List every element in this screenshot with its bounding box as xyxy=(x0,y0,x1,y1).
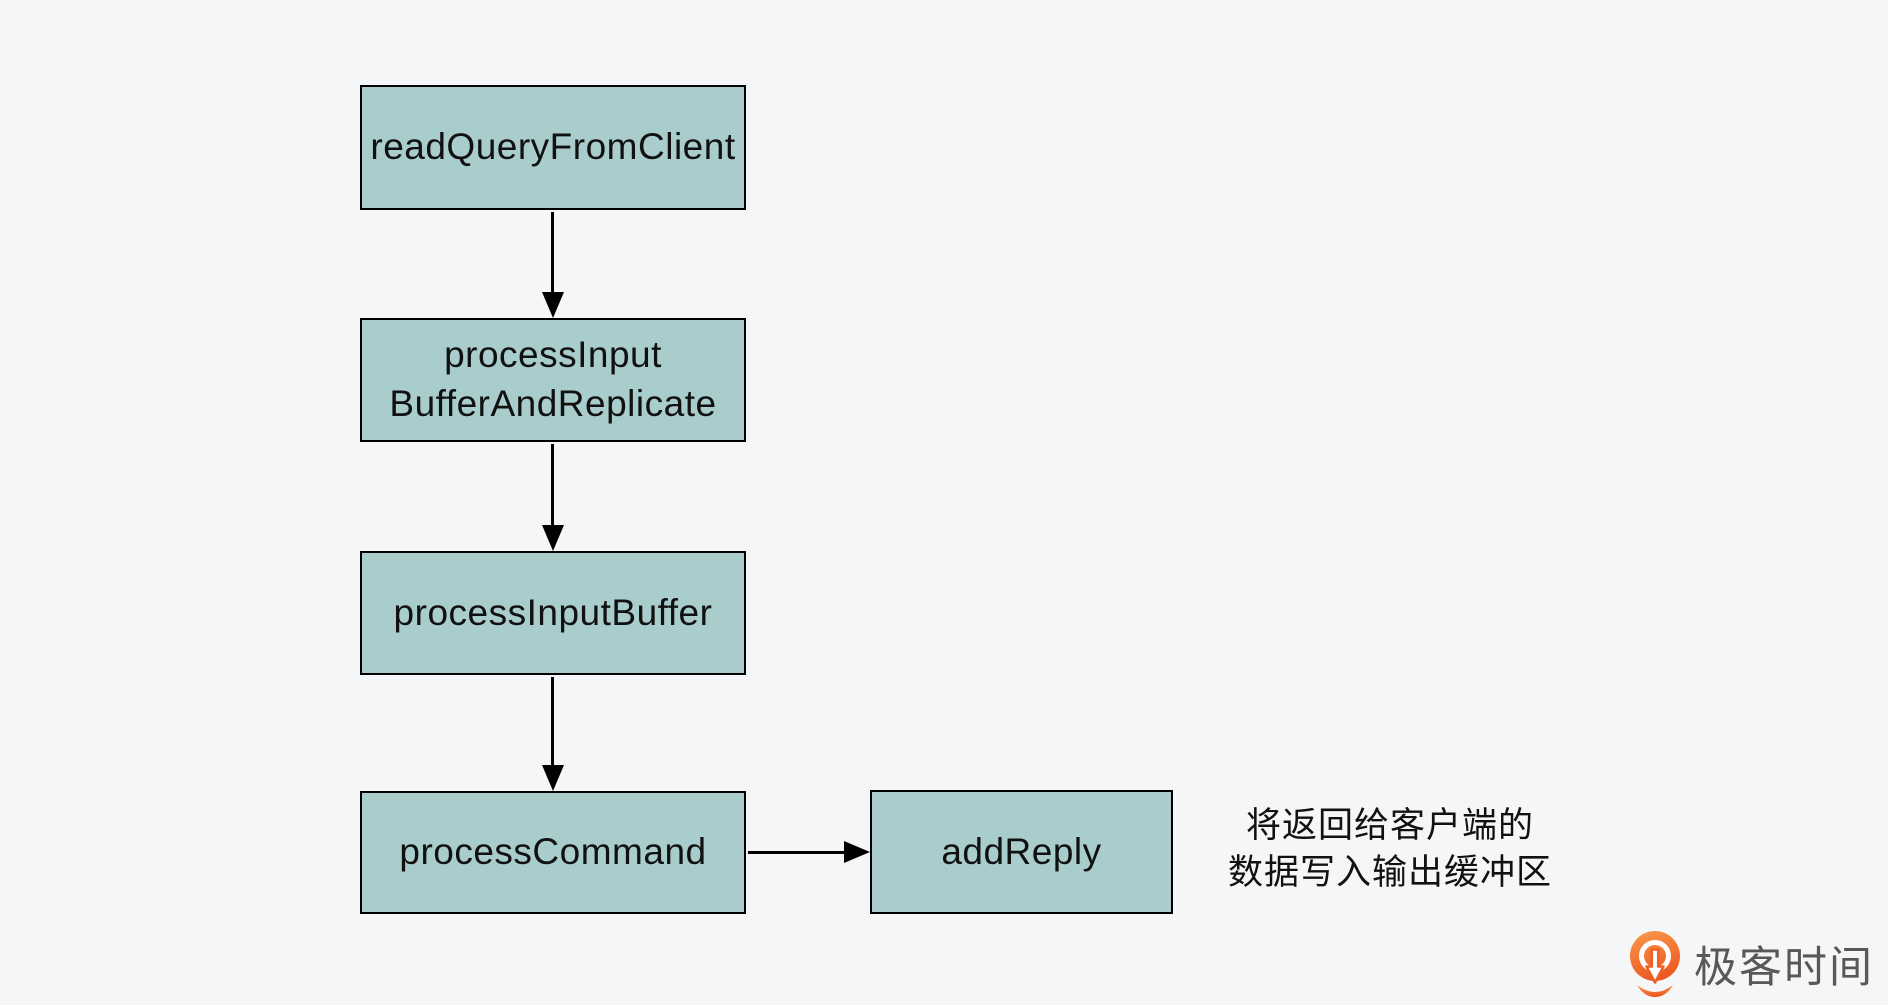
geektime-pin-icon xyxy=(1630,931,1680,997)
arrow-line-read-to-replicate xyxy=(551,212,554,292)
node-process-input-buffer: processInputBuffer xyxy=(360,551,746,675)
annotation-line1: 将返回给客户端的 xyxy=(1245,806,1534,845)
arrow-head-down-icon xyxy=(542,765,564,791)
arrow-line-replicate-to-buffer xyxy=(551,444,554,525)
node-label: readQueryFromClient xyxy=(370,126,736,168)
geektime-logo-text: 极客时间 xyxy=(1694,944,1874,992)
node-add-reply: addReply xyxy=(870,790,1173,914)
arrow-line-command-to-addreply xyxy=(748,851,844,854)
arrow-head-down-icon xyxy=(542,525,564,551)
node-process-input-buffer-and-replicate: processInput BufferAndReplicate xyxy=(360,318,746,442)
arrow-line-buffer-to-command xyxy=(551,677,554,765)
arrow-head-down-icon xyxy=(542,292,564,318)
geektime-logo: 极客时间 xyxy=(1628,930,1874,998)
annotation-output-buffer: 将返回给客户端的 数据写入输出缓冲区 xyxy=(1180,802,1600,896)
node-label-line1: processInput xyxy=(444,334,662,376)
annotation-line2: 数据写入输出缓冲区 xyxy=(1227,853,1552,892)
node-label-line2: BufferAndReplicate xyxy=(389,383,717,424)
node-label: processInputBuffer xyxy=(393,591,713,633)
arrow-head-right-icon xyxy=(844,841,870,863)
node-read-query-from-client: readQueryFromClient xyxy=(360,85,746,210)
node-process-command: processCommand xyxy=(360,791,746,914)
node-label: processCommand xyxy=(399,831,707,873)
node-label: addReply xyxy=(941,830,1102,872)
